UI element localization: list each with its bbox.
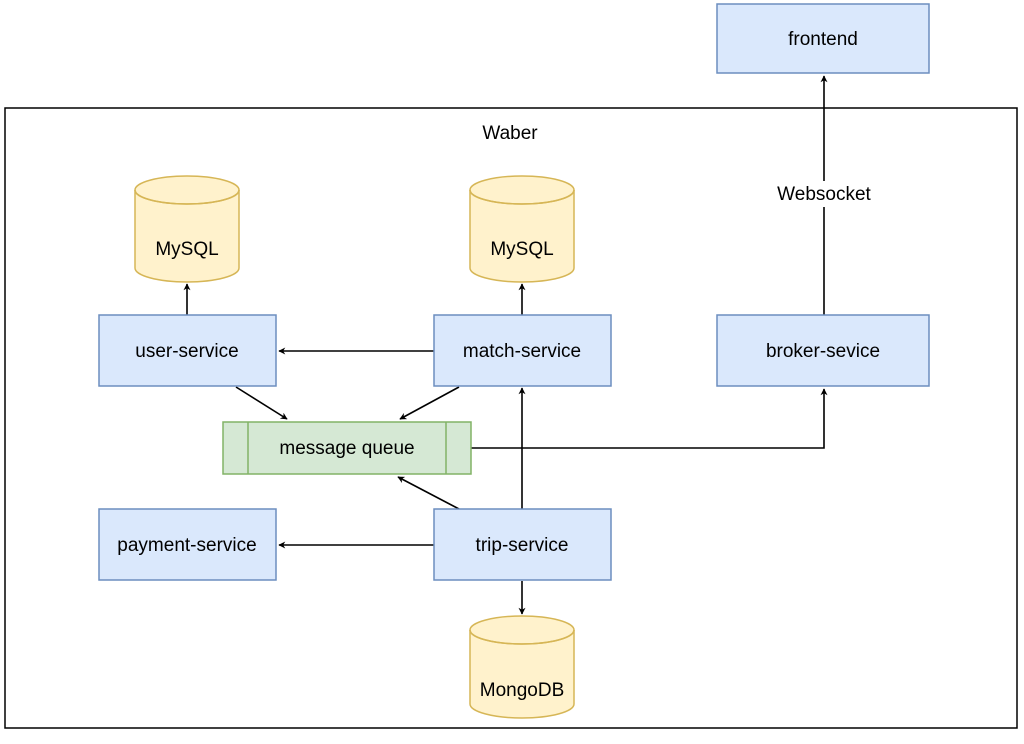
db-mysql-match-label: MySQL [490,239,553,260]
websocket-label: Websocket [777,184,871,205]
node-match-service[interactable]: match-service [433,314,612,387]
db-mysql-match[interactable]: MySQL [469,175,575,283]
edge-user-to-queue [235,386,288,420]
edge-queue-to-broker [471,388,828,449]
edge-trip-to-queue [397,476,460,510]
db-mongodb-label: MongoDB [480,680,565,701]
node-user-service-label: user-service [135,341,238,362]
node-user-service[interactable]: user-service [98,314,277,387]
node-match-service-label: match-service [463,341,581,362]
db-mysql-user[interactable]: MySQL [134,175,240,283]
edge-match-to-queue [399,386,460,420]
waber-container-label: Waber [482,123,538,144]
node-frontend-label: frontend [788,29,858,50]
node-payment-service-label: payment-service [117,535,256,556]
db-mysql-user-label: MySQL [155,239,218,260]
node-trip-service-label: trip-service [476,535,569,556]
node-frontend[interactable]: frontend [716,3,930,74]
node-message-queue[interactable]: message queue [222,421,472,475]
websocket-label-bg [766,181,882,207]
db-mongodb[interactable]: MongoDB [469,615,575,719]
node-broker-service-label: broker-sevice [766,341,880,362]
node-trip-service[interactable]: trip-service [433,508,612,581]
node-broker-service[interactable]: broker-sevice [716,314,930,387]
node-message-queue-label: message queue [279,438,414,459]
node-payment-service[interactable]: payment-service [98,508,277,581]
